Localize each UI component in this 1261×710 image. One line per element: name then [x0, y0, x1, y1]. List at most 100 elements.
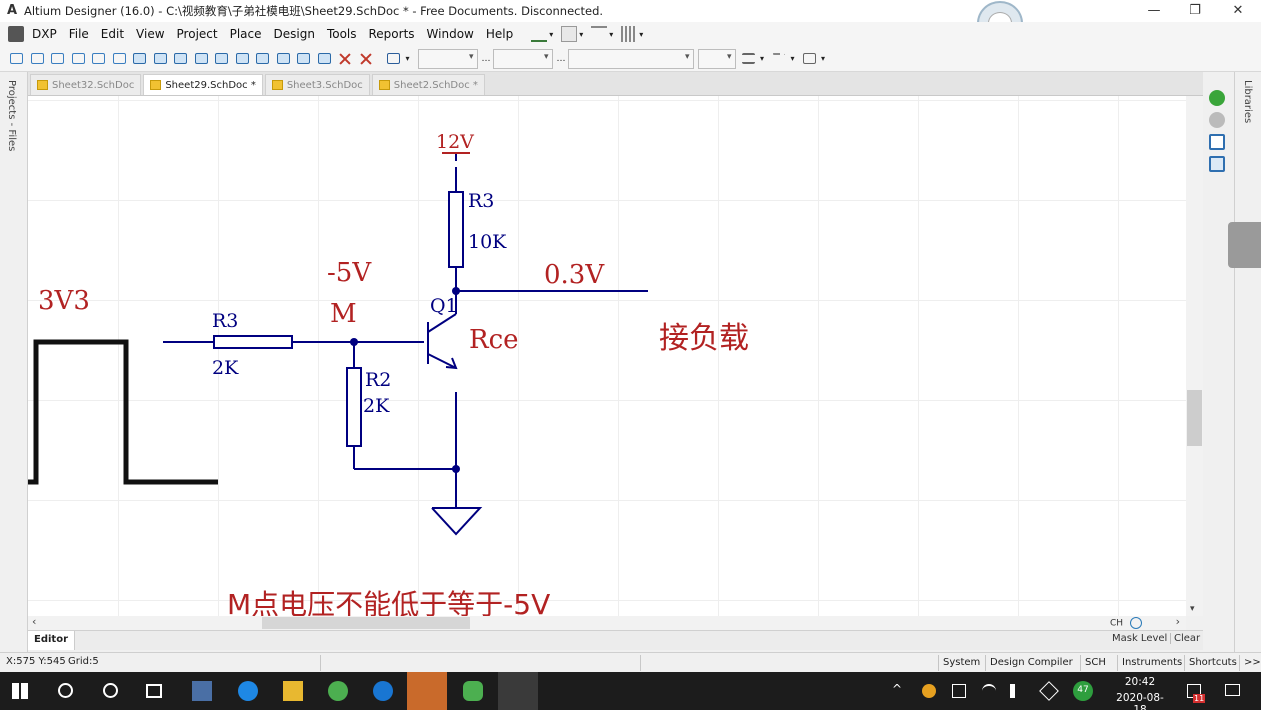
mask-level-button[interactable]: Mask Level: [1112, 633, 1168, 644]
menu-reports[interactable]: Reports: [368, 27, 415, 41]
system-button[interactable]: System: [938, 655, 984, 671]
directive-icon[interactable]: [316, 50, 333, 67]
minimize-button[interactable]: —: [1147, 3, 1161, 18]
file-explorer-icon[interactable]: [283, 681, 303, 701]
projects-panel-tab[interactable]: Projects - Files: [6, 80, 17, 152]
signal-harness-icon[interactable]: [295, 50, 312, 67]
harness-connector-icon[interactable]: [254, 50, 271, 67]
sheet-entry-icon[interactable]: [172, 50, 189, 67]
volume-icon[interactable]: [1010, 684, 1024, 698]
menu-tools[interactable]: Tools: [326, 27, 357, 41]
bus-icon[interactable]: [29, 50, 46, 67]
clock-date[interactable]: 2020-08-18: [1116, 692, 1164, 710]
horizontal-scrollbar[interactable]: ‹ ›: [28, 615, 1186, 630]
net-label-icon[interactable]: [70, 50, 87, 67]
menu-dxp[interactable]: DXP: [32, 27, 57, 41]
chevron-down-icon[interactable]: ▾: [609, 29, 614, 39]
menu-view[interactable]: View: [136, 27, 165, 41]
search-icon[interactable]: [58, 683, 73, 698]
mask-slider-knob[interactable]: [1129, 617, 1142, 629]
chevron-down-icon[interactable]: ▾: [760, 54, 765, 63]
scroll-right-icon[interactable]: ›: [1175, 615, 1180, 628]
wire-tool-icon[interactable]: [531, 26, 548, 42]
document-icon[interactable]: [1209, 156, 1225, 172]
calculator-icon[interactable]: [192, 681, 212, 701]
grid-tool-icon[interactable]: [621, 26, 638, 42]
no-erc-icon[interactable]: [336, 50, 353, 67]
chevron-down-icon[interactable]: ▾: [549, 29, 554, 39]
more-panels-button[interactable]: >>: [1239, 655, 1261, 671]
tray-app-icon[interactable]: [922, 684, 936, 698]
maximize-button[interactable]: ❐: [1189, 3, 1201, 18]
home-icon[interactable]: [1209, 134, 1225, 150]
pen-icon[interactable]: [385, 50, 402, 67]
menu-place[interactable]: Place: [229, 27, 262, 41]
tab-sheet29[interactable]: Sheet29.SchDoc *: [143, 74, 263, 95]
windows-start-icon[interactable]: [12, 683, 28, 699]
weight-combo[interactable]: [697, 48, 736, 69]
task-view-icon[interactable]: [146, 684, 162, 698]
scroll-down-icon[interactable]: ▾: [1190, 604, 1195, 614]
horizontal-scroll-thumb[interactable]: [262, 617, 470, 629]
pen-tray-icon[interactable]: [1039, 681, 1059, 701]
tab-sheet32[interactable]: Sheet32.SchDoc: [30, 74, 142, 95]
edge-browser-icon[interactable]: [238, 681, 258, 701]
menu-edit[interactable]: Edit: [100, 27, 125, 41]
menu-design[interactable]: Design: [273, 27, 315, 41]
tab-sheet2[interactable]: Sheet2.SchDoc *: [371, 74, 485, 95]
tab-sheet3[interactable]: Sheet3.SchDoc: [264, 74, 370, 95]
scroll-left-icon[interactable]: ‹: [32, 615, 37, 628]
menu-project[interactable]: Project: [176, 27, 218, 41]
align-icon[interactable]: [740, 50, 757, 67]
clock-time[interactable]: 20:42: [1124, 676, 1156, 688]
sheet-tool-icon[interactable]: [561, 26, 578, 42]
forward-icon[interactable]: [1209, 90, 1225, 106]
side-handle-icon[interactable]: [1228, 222, 1261, 268]
harness-icon[interactable]: [234, 50, 251, 67]
instruments-button[interactable]: Instruments: [1117, 655, 1186, 671]
sheet-symbol-icon[interactable]: [152, 50, 169, 67]
arrange-icon[interactable]: [801, 50, 818, 67]
wire-icon[interactable]: [8, 50, 25, 67]
shortcuts-button[interactable]: Shortcuts: [1184, 655, 1241, 671]
harness-entry-icon[interactable]: [275, 50, 292, 67]
battery-icon[interactable]: [952, 684, 966, 698]
ellipsis-icon[interactable]: …: [481, 53, 491, 64]
action-center-icon[interactable]: [1225, 684, 1240, 696]
libraries-panel-tab[interactable]: Libraries: [1242, 80, 1253, 124]
device-sheet-icon[interactable]: [193, 50, 210, 67]
vertical-scroll-thumb[interactable]: [1187, 390, 1202, 446]
size-combo[interactable]: [492, 48, 553, 69]
font-combo[interactable]: [417, 48, 478, 69]
menu-window[interactable]: Window: [426, 27, 474, 41]
editor-tab[interactable]: Editor: [28, 631, 75, 650]
security-icon[interactable]: [1073, 681, 1093, 701]
menu-help[interactable]: Help: [485, 27, 514, 41]
close-button[interactable]: ✕: [1232, 3, 1244, 18]
chevron-down-icon[interactable]: ▾: [405, 54, 410, 63]
design-compiler-button[interactable]: Design Compiler: [985, 655, 1077, 671]
line-style-icon[interactable]: [770, 50, 787, 67]
altium-taskbar-icon[interactable]: [498, 672, 538, 710]
clear-button[interactable]: Clear: [1170, 633, 1200, 644]
part-icon[interactable]: [131, 50, 148, 67]
chevron-down-icon[interactable]: ▾: [579, 29, 584, 39]
schematic-canvas[interactable]: 3V3 R3 2K -5V M R2 2K 12V R3 10K Q1 Rce …: [28, 96, 1186, 616]
vertical-scrollbar[interactable]: ▾: [1186, 96, 1203, 616]
vcc-port-icon[interactable]: [111, 50, 128, 67]
recorder-app-icon[interactable]: [407, 672, 447, 710]
chevron-down-icon[interactable]: ▾: [639, 29, 644, 39]
generic-no-erc-icon[interactable]: [357, 50, 374, 67]
chevron-down-icon[interactable]: ▾: [790, 54, 795, 63]
port-icon[interactable]: [213, 50, 230, 67]
menu-file[interactable]: File: [68, 27, 89, 41]
green-app-icon[interactable]: [328, 681, 348, 701]
bus-entry-icon[interactable]: [49, 50, 66, 67]
wifi-icon[interactable]: [982, 684, 996, 698]
back-icon[interactable]: [1209, 112, 1225, 128]
wechat-icon[interactable]: [463, 681, 483, 701]
cortana-icon[interactable]: [103, 683, 118, 698]
ground-port-icon[interactable]: [90, 50, 107, 67]
style-combo[interactable]: [567, 48, 694, 69]
ellipsis-icon[interactable]: …: [556, 53, 566, 64]
